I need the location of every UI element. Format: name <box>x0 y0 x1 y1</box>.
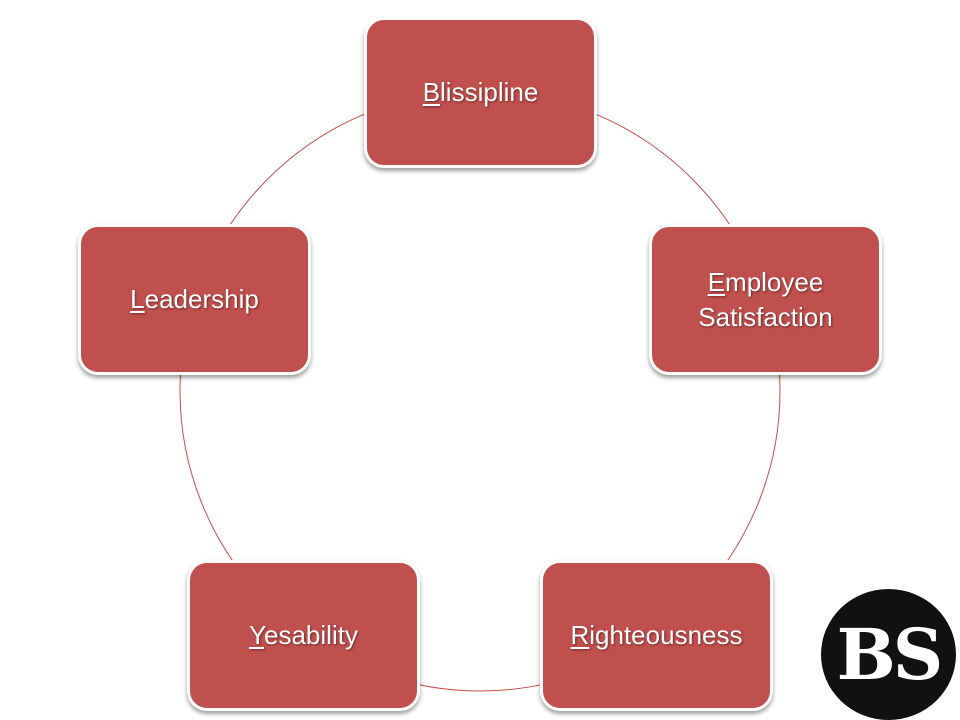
cycle-node-yesability: Yesability <box>187 560 420 711</box>
node-label-line-2: Satisfaction <box>698 301 833 332</box>
bs-logo: BS <box>821 589 956 720</box>
node-label-rest: lissipline <box>440 77 539 107</box>
node-label: Righteousness <box>570 618 742 653</box>
node-initial: B <box>422 77 441 107</box>
node-label-rest: mployee <box>725 266 824 297</box>
node-initial: Y <box>249 620 265 650</box>
node-label: Employee Satisfaction <box>698 265 832 335</box>
bs-logo-text: BS <box>836 613 944 696</box>
node-label-rest: ighteousness <box>589 620 743 650</box>
node-initial: L <box>130 284 145 314</box>
node-label-line-1: Yesability <box>249 618 358 653</box>
cycle-node-employee-satisfaction: Employee Satisfaction <box>649 224 882 375</box>
node-label-line-1: Employee <box>698 265 832 300</box>
node-initial: R <box>570 620 590 650</box>
cycle-node-blissipline: Blissipline <box>364 17 597 168</box>
node-label-line-1: Blissipline <box>423 75 539 110</box>
node-label-rest: eadership <box>144 284 259 314</box>
cycle-node-leadership: Leadership <box>78 224 311 375</box>
node-label-line-1: Righteousness <box>570 618 742 653</box>
node-initial: E <box>707 266 726 297</box>
node-label-rest: esability <box>264 620 358 650</box>
node-label: Leadership <box>130 282 259 317</box>
node-label-line-1: Leadership <box>130 282 259 317</box>
node-label: Blissipline <box>423 75 539 110</box>
cycle-node-righteousness: Righteousness <box>540 560 773 711</box>
node-label: Yesability <box>249 618 358 653</box>
